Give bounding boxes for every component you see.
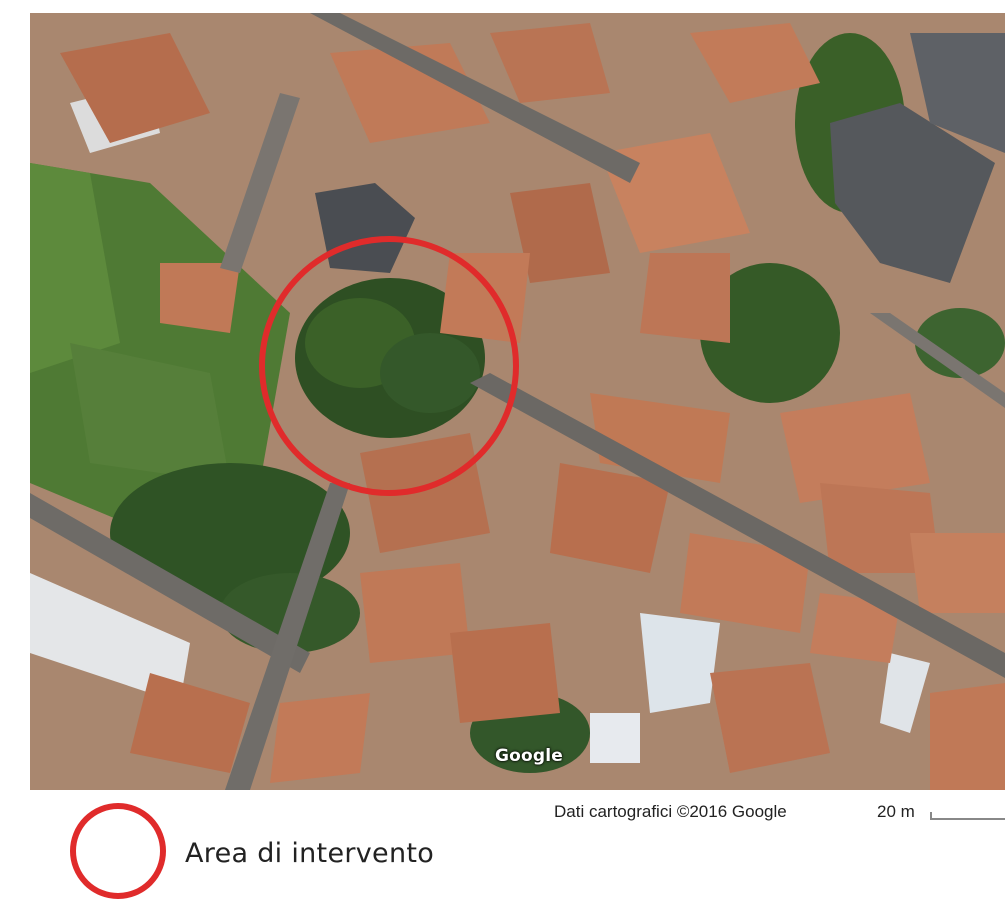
map-credits: Dati cartografici ©2016 Google	[554, 802, 787, 821]
street	[310, 13, 640, 183]
scale-label: 20 m	[877, 802, 915, 821]
legend-circle-icon	[70, 803, 166, 899]
satellite-map[interactable]	[30, 13, 1005, 790]
intervention-area-circle[interactable]	[259, 236, 519, 496]
intervention-area-overlay	[259, 236, 519, 496]
satellite-imagery	[30, 13, 1005, 790]
street	[470, 373, 1005, 678]
legend-label: Area di intervento	[185, 838, 435, 869]
large-building	[830, 103, 995, 283]
google-logo: Google	[495, 746, 564, 766]
scale-bar	[930, 812, 1005, 820]
white-roof	[30, 573, 190, 703]
